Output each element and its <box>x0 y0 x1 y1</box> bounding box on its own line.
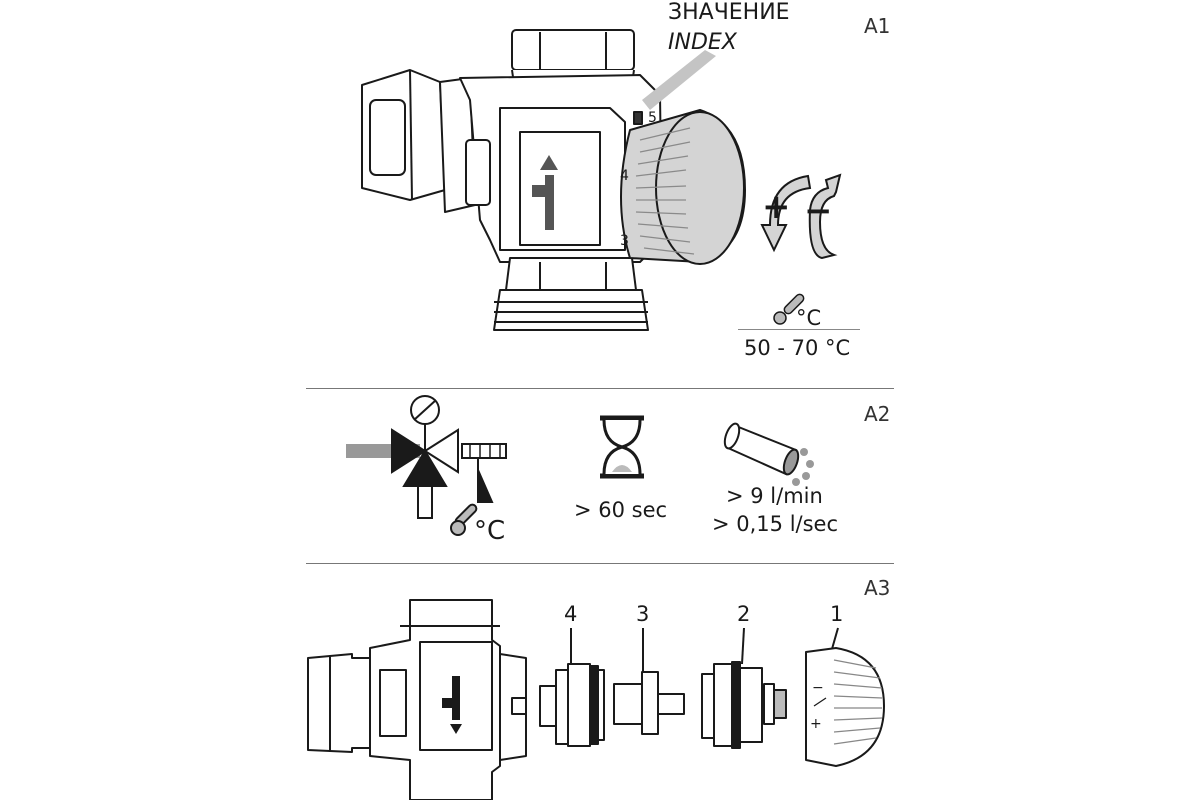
part-number-4: 4 <box>564 602 578 626</box>
section-a3-label: A3 <box>864 576 891 600</box>
exploded-view-illustration: − + <box>307 599 885 800</box>
wait-duration: > 60 sec <box>574 498 668 522</box>
valve-symbol-illustration <box>346 395 814 536</box>
part-2-sleeve <box>701 661 787 749</box>
part-1-knob <box>805 647 885 767</box>
divider-a2-a3 <box>306 563 894 564</box>
part-4-insert <box>539 663 605 747</box>
bottom-outlet-nut <box>505 257 637 291</box>
water-flow-icon <box>723 422 814 486</box>
body-left-connector <box>307 653 371 753</box>
flow-rate-per-minute: > 9 l/min <box>726 484 823 508</box>
left-inlet-nut <box>361 69 446 201</box>
section-a2-label: A2 <box>864 402 891 426</box>
increase-symbol: + <box>762 187 791 227</box>
part-3-cartridge <box>613 671 685 735</box>
mixing-valve-illustration: 5 4 3 + − <box>361 29 842 331</box>
part-number-2: 2 <box>737 602 751 626</box>
thermometer-icon <box>773 293 805 325</box>
index-callout-subtitle: INDEX <box>668 30 737 55</box>
rotate-increase-arrow-icon <box>760 174 812 253</box>
index-callout-title: ЗНАЧЕНИЕ <box>668 0 790 25</box>
knob-mark-4: 4 <box>620 168 629 184</box>
rotate-decrease-arrow-icon <box>808 173 842 260</box>
rotation-arrows <box>760 173 842 260</box>
knob-plus-mark: + <box>810 716 822 732</box>
part-number-1: 1 <box>830 602 844 626</box>
section-a1-label: A1 <box>864 14 891 38</box>
a1-temp-unit: °C <box>796 306 822 330</box>
temp-divider <box>738 329 860 330</box>
valve-triangle-left <box>391 428 427 474</box>
temp-range: 50 - 70 °C <box>744 336 851 360</box>
hourglass-icon <box>600 415 644 479</box>
decrease-symbol: − <box>804 191 833 231</box>
divider-a1-a2 <box>306 388 894 389</box>
knob-mark-3: 3 <box>620 233 629 249</box>
knob-mark-5: 5 <box>648 110 657 126</box>
valve-triangle-down <box>402 449 448 487</box>
valve-triangle-right <box>423 428 459 474</box>
index-marker <box>633 111 643 125</box>
part-number-3: 3 <box>636 602 650 626</box>
top-outlet-nut <box>511 29 635 71</box>
knob-minus-mark: − <box>812 680 824 696</box>
a2-temp-unit: °C <box>474 516 506 546</box>
flow-rate-per-second: > 0,15 l/sec <box>712 512 839 536</box>
